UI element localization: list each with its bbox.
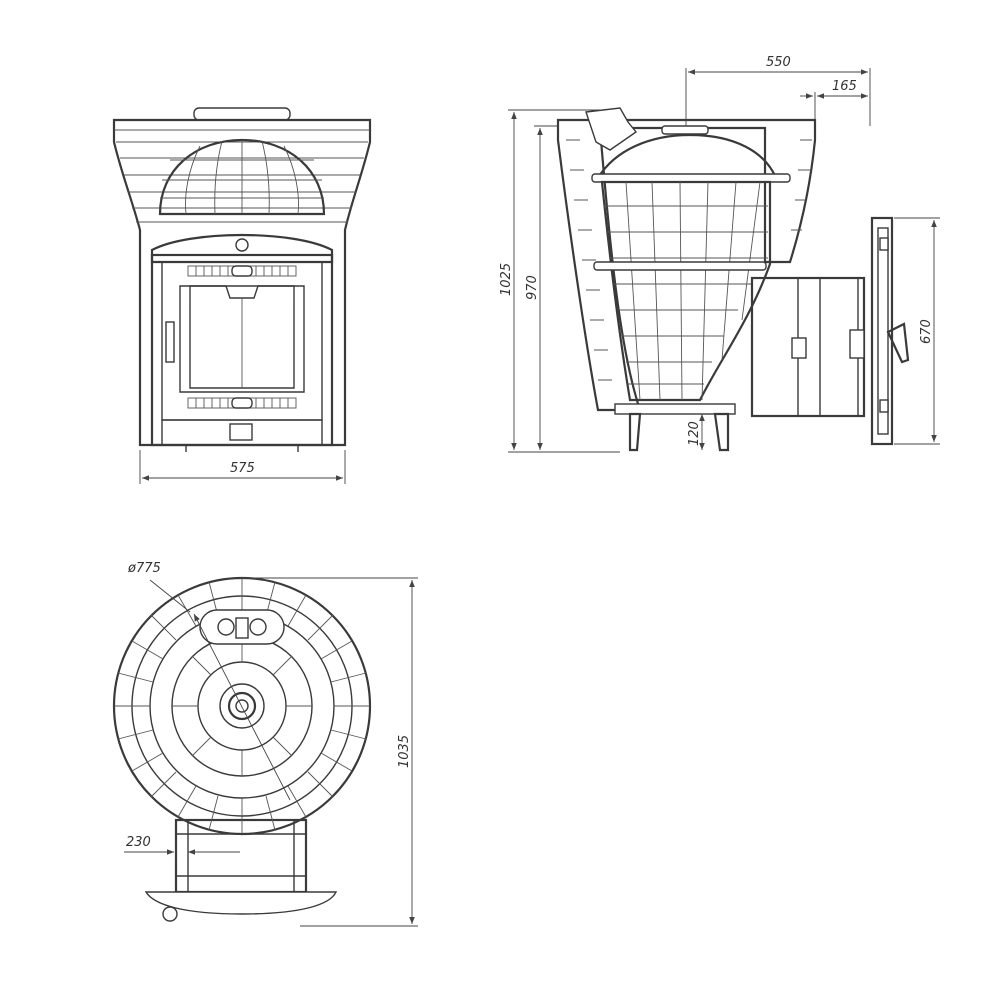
front-view: 575 — [112, 107, 372, 484]
front-vent-top — [187, 265, 297, 277]
top-ring-segments — [114, 578, 370, 834]
top-view: ø775 1035 230 — [112, 561, 418, 927]
dim-side-total-height: 1025 — [499, 263, 514, 296]
dim-side-leg-height: 120 — [687, 421, 702, 446]
dim-top-tunnel-width: 230 — [126, 835, 151, 850]
side-view: 550 165 1025 970 670 120 — [499, 55, 940, 453]
dim-top-total-depth: 1035 — [397, 735, 412, 768]
dim-side-door-height: 670 — [919, 319, 934, 344]
dim-top-diameter: ø775 — [127, 561, 161, 576]
dim-side-body-height: 970 — [525, 275, 540, 300]
dim-front-width: 575 — [230, 461, 255, 476]
front-vent-bottom — [187, 397, 297, 409]
dim-side-top-width: 550 — [766, 55, 791, 70]
dim-side-top-offset: 165 — [832, 79, 857, 94]
